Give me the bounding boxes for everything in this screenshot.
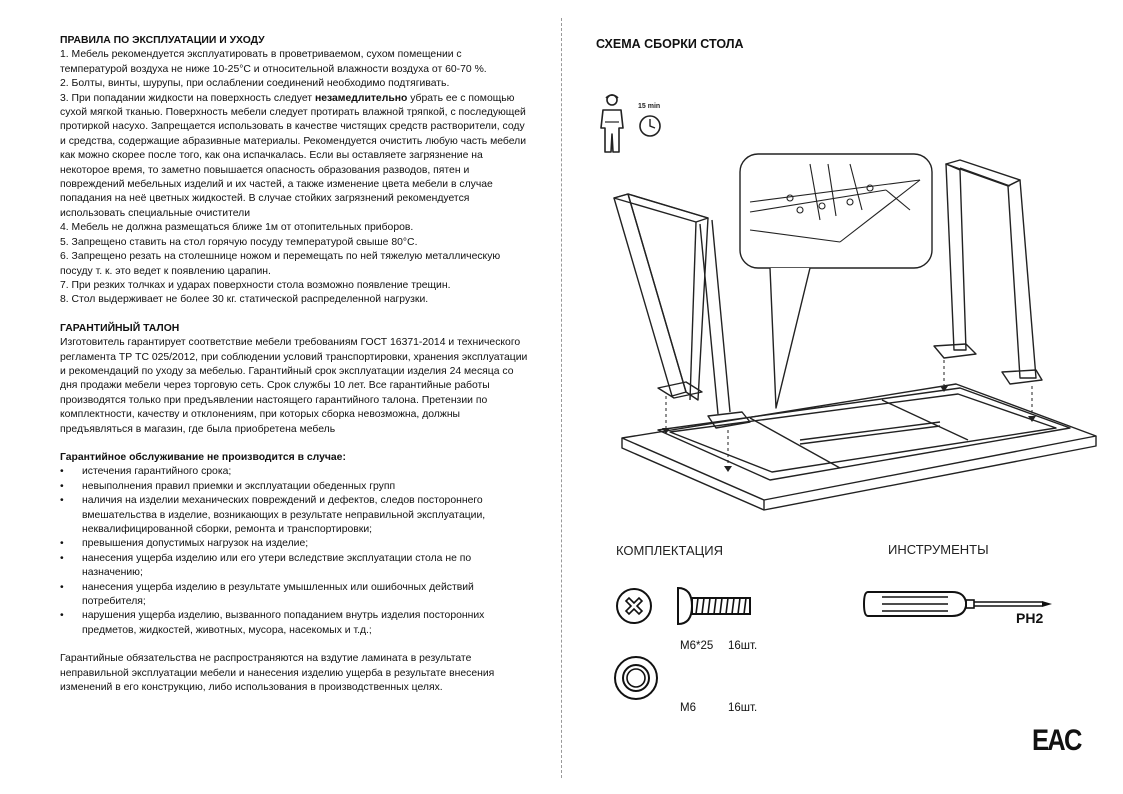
list-item: нарушения ущерба изделию, вызванного поп… bbox=[60, 609, 530, 638]
screw-qty: 16шт. bbox=[728, 640, 758, 652]
not-covered-list: истечения гарантийного срока; невыполнен… bbox=[60, 465, 530, 638]
list-item: наличия на изделии механических поврежде… bbox=[60, 494, 530, 537]
right-leg bbox=[933, 159, 1043, 385]
not-covered-title: Гарантийное обслуживание не производится… bbox=[60, 451, 346, 463]
list-item: истечения гарантийного срока; bbox=[60, 465, 530, 480]
rules-section: ПРАВИЛА ПО ЭКСПЛУАТАЦИИ И УХОДУ 1. Мебел… bbox=[60, 34, 530, 308]
warranty-title: ГАРАНТИЙНЫЙ ТАЛОН bbox=[60, 322, 180, 334]
screw-icon bbox=[677, 586, 751, 626]
washer-qty: 16шт. bbox=[728, 702, 758, 714]
page-divider bbox=[561, 18, 562, 778]
left-column: ПРАВИЛА ПО ЭКСПЛУАТАЦИИ И УХОДУ 1. Мебел… bbox=[60, 34, 530, 695]
rule-7: 7. При резких толчках и ударах поверхнос… bbox=[60, 279, 451, 291]
worker-icon bbox=[600, 94, 624, 153]
washer-label: М6 bbox=[680, 702, 696, 714]
rule-3-bold: незамедлительно bbox=[314, 92, 408, 104]
rule-8: 8. Стол выдерживает не более 30 кг. стат… bbox=[60, 294, 429, 306]
tools-title: ИНСТРУМЕНТЫ bbox=[888, 542, 989, 557]
table-frame bbox=[657, 387, 1071, 481]
screw-head-icon bbox=[616, 588, 652, 624]
list-item: невыполнения правил приемки и эксплуатац… bbox=[60, 480, 530, 495]
rule-5: 5. Запрещено ставить на стол горячую пос… bbox=[60, 236, 418, 248]
screwdriver-icon bbox=[862, 591, 1052, 617]
rules-title: ПРАВИЛА ПО ЭКСПЛУАТАЦИИ И УХОДУ bbox=[60, 35, 265, 46]
clock-icon: 15 min bbox=[638, 103, 661, 137]
rule-4: 4. Мебель не должна размещаться ближе 1м… bbox=[60, 222, 414, 234]
eac-mark: EAC bbox=[1032, 724, 1082, 757]
footer-text: Гарантийные обязательства не распростран… bbox=[60, 653, 495, 694]
not-covered-section: Гарантийное обслуживание не производится… bbox=[60, 451, 530, 638]
rule-3-end: убрать ее с помощью сухой мягкой тканью.… bbox=[60, 92, 527, 219]
warranty-section: ГАРАНТИЙНЫЙ ТАЛОН Изготовитель гарантиру… bbox=[60, 322, 530, 437]
rule-6: 6. Запрещено резать на столешнице ножом … bbox=[60, 251, 501, 277]
list-item: превышения допустимых нагрузок на издели… bbox=[60, 537, 530, 552]
rule-2: 2. Болты, винты, шурупы, при ослаблении … bbox=[60, 78, 450, 90]
washer-icon bbox=[614, 656, 658, 700]
rule-3: 3. При попадании жидкости на поверхность… bbox=[60, 92, 530, 222]
detail-callout bbox=[739, 153, 933, 269]
time-label: 15 min bbox=[638, 103, 660, 110]
screw-label: М6*25 bbox=[680, 640, 714, 652]
left-leg bbox=[613, 193, 751, 429]
kit-title: КОМПЛЕКТАЦИЯ bbox=[616, 543, 724, 558]
list-item: нанесения ущерба изделию в результате ум… bbox=[60, 581, 530, 610]
rule-3-start: 3. При попадании жидкости на поверхность… bbox=[60, 92, 315, 104]
schema-title: СХЕМА СБОРКИ СТОЛА bbox=[596, 37, 744, 51]
assembly-diagram bbox=[613, 153, 1097, 511]
bit-label: PH2 bbox=[1016, 610, 1044, 626]
rule-1: 1. Мебель рекомендуется эксплуатировать … bbox=[60, 49, 487, 75]
warranty-text: Изготовитель гарантирует соответствие ме… bbox=[60, 337, 528, 435]
list-item: нанесения ущерба изделию или его утери в… bbox=[60, 552, 530, 581]
